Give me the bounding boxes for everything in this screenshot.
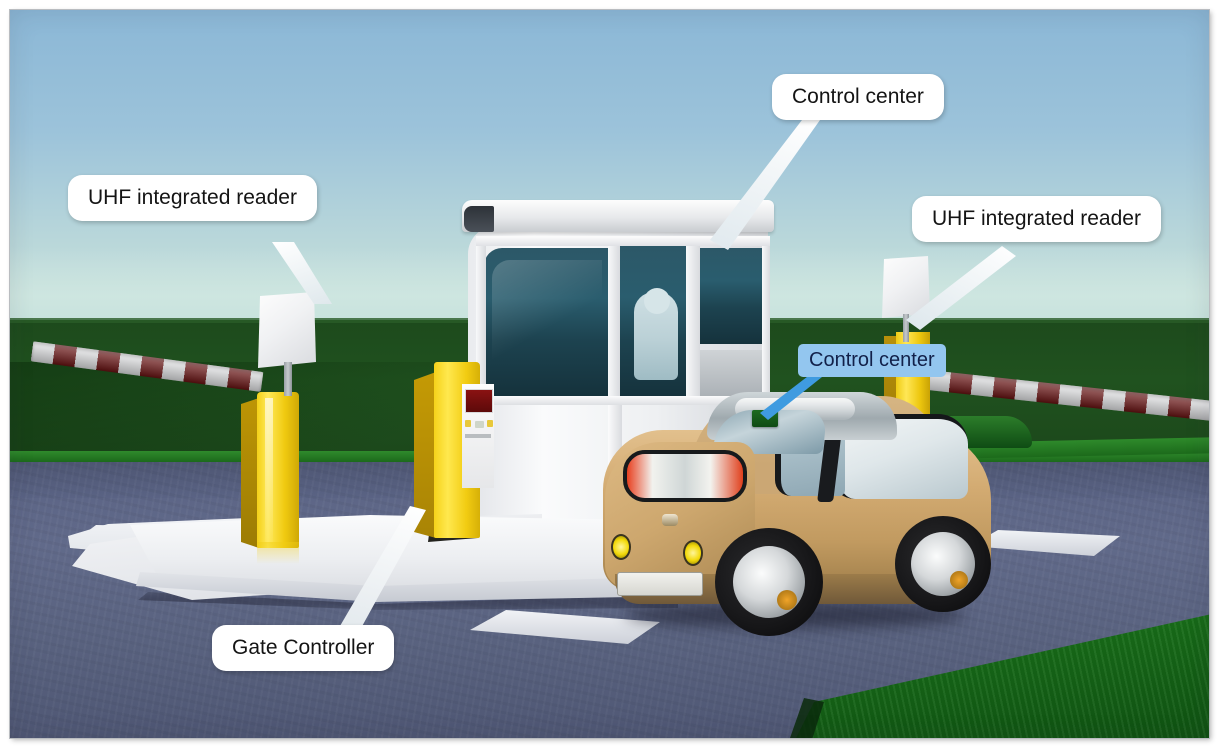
booth-mullion-left [476,238,486,408]
callout-control-center-tag[interactable]: Control center [798,344,946,377]
car-license-plate [617,572,703,596]
car-taillight-bar [623,450,747,502]
kiosk-led-display [465,389,493,413]
car-rear-hub [777,590,797,610]
car-front-rim [911,532,975,596]
callout-gate-controller[interactable]: Gate Controller [212,625,395,672]
car-front-hub [950,571,968,589]
gate-post-left-face [257,392,299,548]
booth-mullion-far-right [762,240,770,408]
gate-post-left-highlight [265,398,273,542]
right-uhf-reader-panel [882,256,930,342]
gate-post-left-side [241,398,259,548]
callout-control-center-top[interactable]: Control center [772,74,944,121]
car-reflector-left [611,534,631,560]
car-reflector-right [683,540,703,566]
car-rear-rim [733,546,805,618]
kiosk-button-center [475,421,484,428]
booth-lower-right-panel [698,350,770,398]
kiosk-card-slot [465,434,491,438]
kiosk-button-right [487,420,493,427]
car-tailgate-handle [662,514,678,526]
callout-uhf-reader-left[interactable]: UHF integrated reader [68,175,317,222]
kiosk-side [414,372,436,538]
gate-post-left [241,392,299,564]
booth-operator-head [644,288,670,314]
booth-roof-cap [464,206,494,232]
booth-header-rail [476,236,770,246]
callout-uhf-reader-right[interactable]: UHF integrated reader [912,196,1161,243]
gate-post-left-reflection [257,542,299,564]
car-front-wheel [895,516,991,612]
car-rear-wheel [715,528,823,636]
right-uhf-reader-pole [903,314,909,342]
kiosk-button-left [465,420,471,427]
gate-controller-kiosk [414,362,494,548]
vehicle-car [595,388,995,636]
kiosk-face [434,362,494,538]
booth-glass-sheen [492,260,602,380]
left-uhf-reader-panel [258,292,316,396]
booth-mullion-center [608,240,620,408]
illustration-frame: UHF integrated reader Control center UHF… [10,10,1209,738]
left-uhf-reader-plate [258,292,316,368]
booth-mullion-right [686,238,700,410]
booth-glass-left [484,248,608,396]
booth-glass-right [698,248,770,344]
right-uhf-reader-plate [882,256,930,318]
left-uhf-reader-pole [284,362,292,396]
